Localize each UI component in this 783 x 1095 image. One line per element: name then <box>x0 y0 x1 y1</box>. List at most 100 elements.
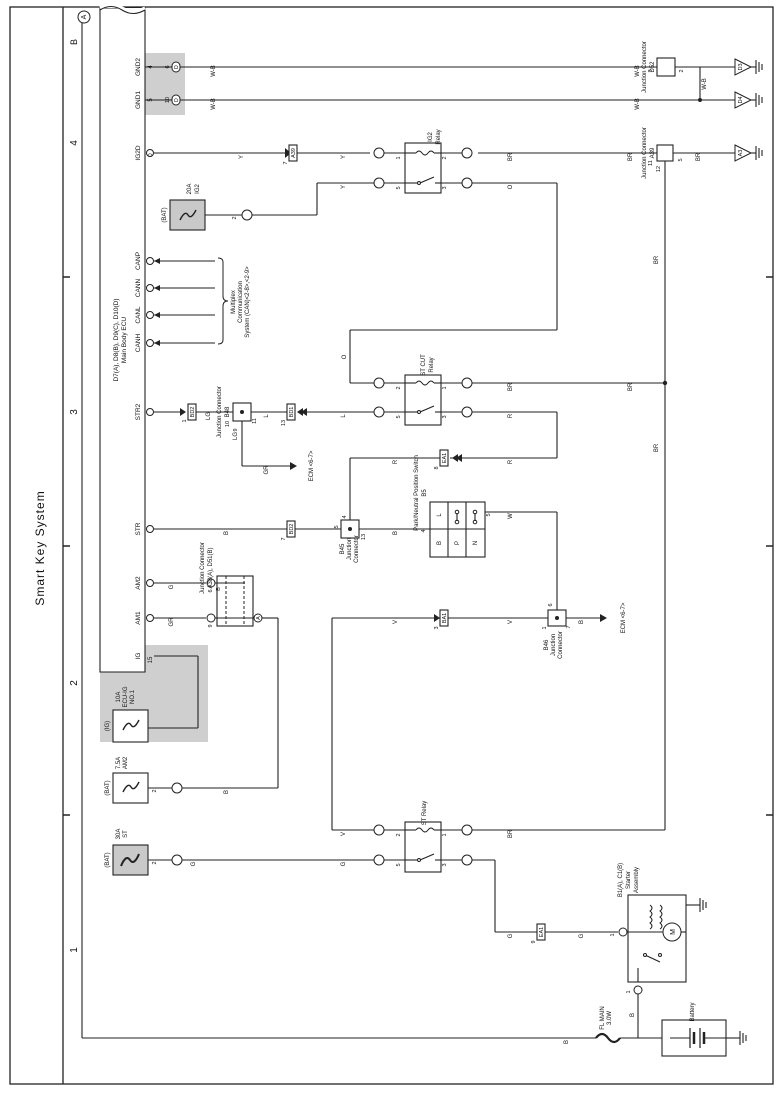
svg-text:3: 3 <box>442 863 448 866</box>
row-label-2: 2 <box>69 680 80 686</box>
ig2-relay: IG2 Relay 1 2 5 3 <box>373 129 473 194</box>
svg-text:(IG): (IG) <box>105 721 111 731</box>
svg-text:G: G <box>508 933 514 938</box>
pin-am2: AM2 <box>135 576 142 590</box>
pin-cann: CANN <box>135 278 142 297</box>
svg-text:A3: A3 <box>738 150 744 157</box>
svg-text:Y: Y <box>341 155 347 159</box>
svg-text:Starter: Starter <box>626 871 632 889</box>
can-bus: Multiplex Communication System (CAN)<2-8… <box>154 257 251 346</box>
st-relay: ST Relay V BR 2 1 5 3 G <box>332 801 665 938</box>
ecu-name: Main Body ECU <box>121 317 128 364</box>
svg-text:Y: Y <box>341 185 347 189</box>
svg-text:B5: B5 <box>422 489 428 497</box>
pin-canl: CANL <box>135 306 142 324</box>
svg-text:ST Relay: ST Relay <box>422 801 428 826</box>
svg-text:5: 5 <box>678 158 684 161</box>
svg-text:2: 2 <box>396 833 402 836</box>
svg-text:ST CUT: ST CUT <box>421 354 427 376</box>
ground-symbols: D3 D4 A3 <box>734 58 763 162</box>
svg-text:6: 6 <box>548 603 554 606</box>
svg-text:D52: D52 <box>650 61 656 73</box>
main-body-ecu: D7(A), D8(B), D9(C), D10(D) Main Body EC… <box>99 3 146 673</box>
svg-text:3: 3 <box>442 415 448 418</box>
svg-text:B: B <box>224 790 230 794</box>
svg-text:LG: LG <box>206 412 212 420</box>
row-label-3: 3 <box>69 409 80 415</box>
svg-text:D4: D4 <box>738 96 744 103</box>
svg-text:2: 2 <box>679 69 685 72</box>
svg-text:P: P <box>455 541 461 545</box>
svg-text:EA1: EA1 <box>442 453 448 463</box>
svg-text:Junction Connector: Junction Connector <box>642 127 648 179</box>
svg-text:7.5A: 7.5A <box>116 757 122 769</box>
svg-text:Connector: Connector <box>558 631 564 659</box>
row-label-b: B <box>69 39 79 45</box>
svg-text:B: B <box>224 531 230 535</box>
svg-text:N: N <box>473 541 479 545</box>
battery-circuit: Battery FL MAIN 3.0W B <box>81 23 747 1057</box>
svg-text:Junction Connector: Junction Connector <box>642 41 648 93</box>
svg-text:LG: LG <box>233 432 239 440</box>
row-label-1: 1 <box>69 947 80 953</box>
svg-text:W-B: W-B <box>635 65 641 77</box>
multiplex-line1: Multiplex <box>231 290 237 314</box>
svg-text:G: G <box>341 861 347 866</box>
svg-text:B: B <box>216 587 222 591</box>
svg-text:BR: BR <box>654 443 660 452</box>
svg-text:10: 10 <box>165 97 171 103</box>
svg-text:BR: BR <box>508 152 514 161</box>
svg-text:BR: BR <box>508 382 514 391</box>
svg-text:3.0W: 3.0W <box>607 1011 613 1025</box>
svg-text:12: 12 <box>656 166 662 172</box>
svg-text:30A: 30A <box>116 829 122 840</box>
svg-text:W-B: W-B <box>211 98 217 110</box>
svg-text:B45: B45 <box>340 543 346 554</box>
svg-text:ST: ST <box>123 830 129 838</box>
svg-text:B: B <box>437 541 443 545</box>
ig2d-circuit: A39 7 Y Y BR BR A39 Junction Connector 1… <box>154 127 735 830</box>
svg-text:B: B <box>630 1013 636 1017</box>
o-wire: O O <box>342 182 558 384</box>
svg-text:BR: BR <box>628 382 634 391</box>
st-fuse: 30A ST (BAT) 2 G G <box>105 829 374 876</box>
svg-text:BD2: BD2 <box>289 524 295 535</box>
svg-text:ECU-IG: ECU-IG <box>123 686 129 707</box>
svg-text:2: 2 <box>232 216 238 219</box>
svg-text:5: 5 <box>396 186 402 189</box>
v-circuit: V BA1 3 V 6 1 7 B46 Junction Connector B… <box>331 602 627 830</box>
svg-text:A39: A39 <box>650 147 656 158</box>
pin-ig: IG <box>135 653 142 660</box>
svg-text:11: 11 <box>648 160 654 166</box>
svg-text:FL MAIN: FL MAIN <box>600 1006 606 1029</box>
svg-text:3: 3 <box>648 69 654 72</box>
pin-str: STR <box>135 522 142 535</box>
pin-str2: STR2 <box>135 403 142 420</box>
svg-text:GR: GR <box>169 617 175 627</box>
svg-text:D: D <box>174 98 180 102</box>
svg-text:B: B <box>579 620 585 624</box>
svg-text:Assembly: Assembly <box>634 867 640 893</box>
svg-text:A38(A), D51(B): A38(A), D51(B) <box>208 547 214 588</box>
svg-text:IG2: IG2 <box>428 132 434 142</box>
svg-text:13: 13 <box>281 420 287 426</box>
svg-text:V: V <box>341 832 347 836</box>
svg-text:4: 4 <box>421 529 427 532</box>
r-wire: R EA1 8 R <box>349 449 557 520</box>
svg-text:5: 5 <box>334 525 340 528</box>
pin-canp: CANP <box>135 252 142 270</box>
am2-fuse: 7.5A AM2 (BAT) 2 <box>105 756 183 804</box>
svg-text:9: 9 <box>233 428 239 431</box>
svg-text:M: M <box>670 929 677 935</box>
svg-text:V: V <box>508 620 514 624</box>
svg-text:3: 3 <box>434 626 440 629</box>
svg-text:Battery: Battery <box>690 1002 696 1021</box>
svg-text:6: 6 <box>165 65 171 68</box>
svg-text:Relay: Relay <box>429 357 435 372</box>
svg-text:2: 2 <box>152 789 158 792</box>
svg-text:1: 1 <box>182 419 188 422</box>
svg-text:4: 4 <box>342 515 348 518</box>
svg-text:(BAT): (BAT) <box>105 852 111 867</box>
svg-text:Junction Connector: Junction Connector <box>217 386 223 438</box>
svg-text:20A: 20A <box>187 184 193 195</box>
